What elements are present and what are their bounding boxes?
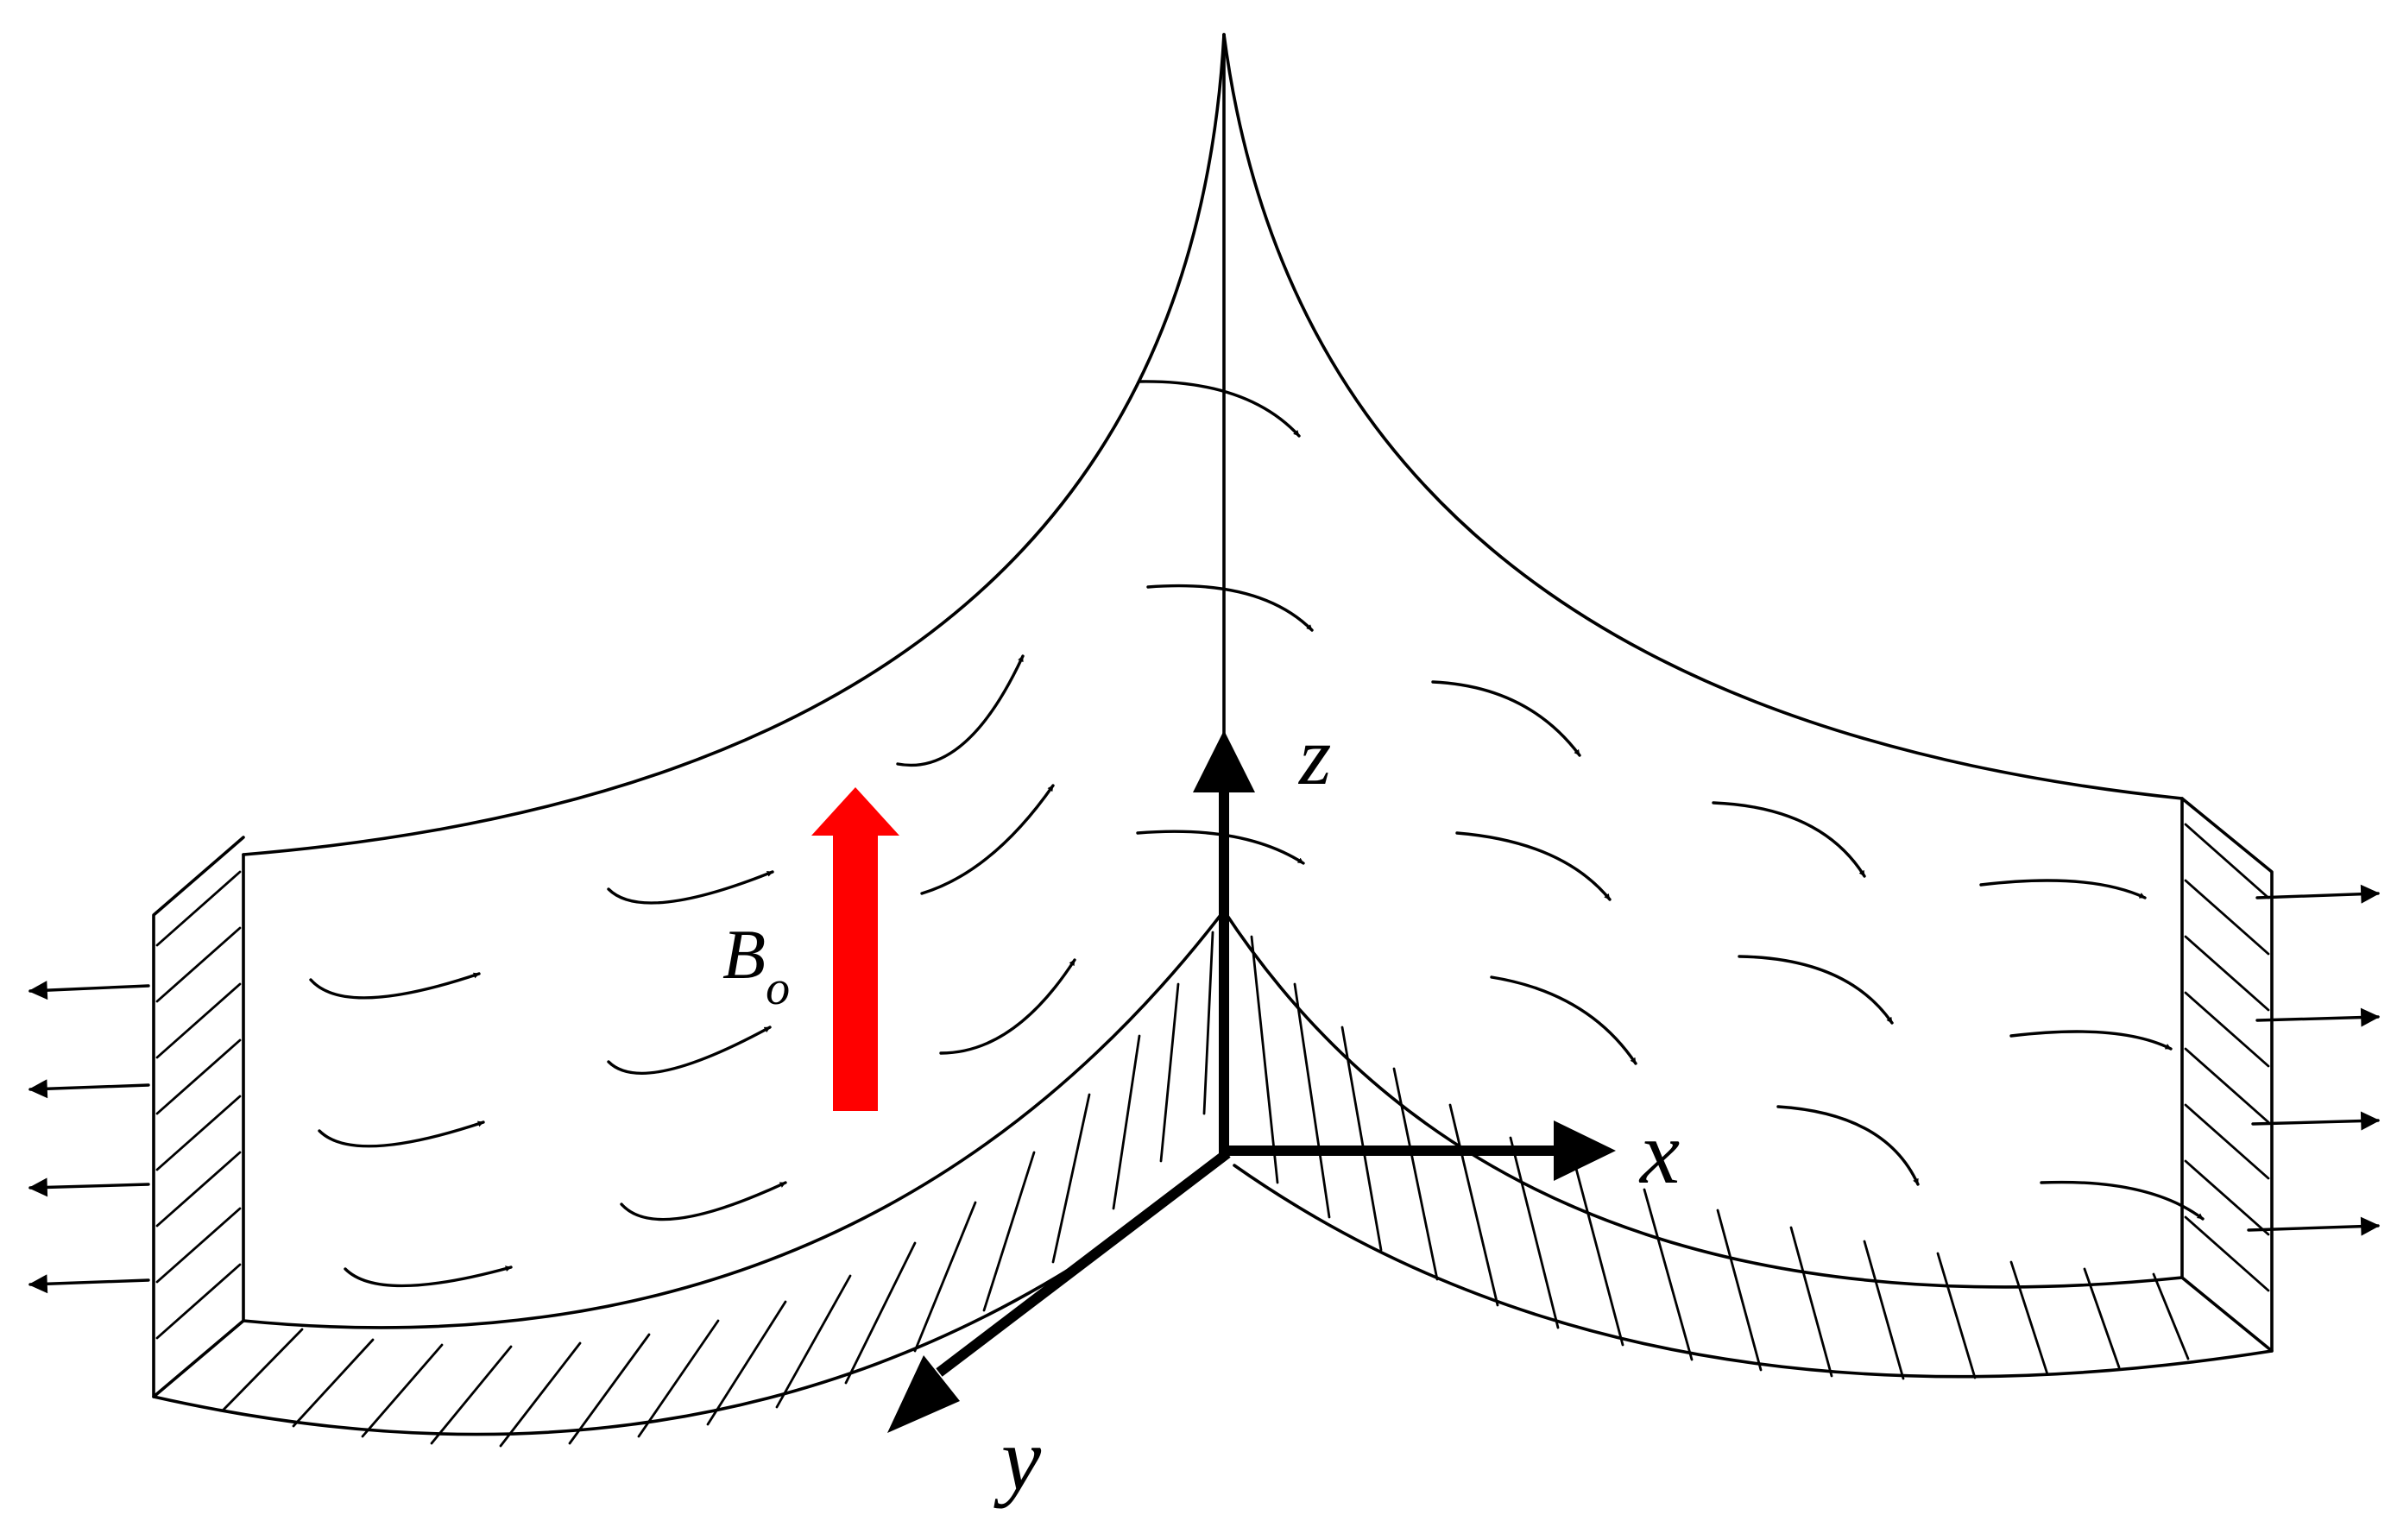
left-surface-top-edge <box>242 33 1226 856</box>
coordinate-axes <box>887 730 1616 1433</box>
left-bottom-outer-curve <box>152 1155 1226 1436</box>
y-axis <box>936 1149 1231 1377</box>
right-end-wall <box>2180 797 2274 1353</box>
curved-arrow-icon <box>309 380 2205 1288</box>
axis-x-label: x <box>1638 1103 1680 1202</box>
magnetic-field-label: Bo <box>722 915 790 1015</box>
right-base-hatching <box>1250 935 2190 1380</box>
left-bottom-inner-curve <box>242 909 1226 1329</box>
straight-arrow-icon <box>28 884 2381 1294</box>
right-bottom-outer-curve <box>1233 1164 2274 1379</box>
magnetic-field-subscript: o <box>766 962 790 1015</box>
left-base-hatching <box>221 931 1214 1448</box>
right-bottom-inner-curve <box>1222 909 2184 1289</box>
axis-z-label: z <box>1297 710 1331 802</box>
right-surface-top-edge <box>1222 33 2184 800</box>
thick-up-arrow-icon <box>811 787 899 1111</box>
axis-y-label: y <box>993 1410 1042 1509</box>
left-wall-hatching <box>155 870 242 1340</box>
surface-outline <box>152 33 2274 1436</box>
left-end-wall <box>152 836 245 1398</box>
right-wall-hatching <box>2184 823 2270 1292</box>
